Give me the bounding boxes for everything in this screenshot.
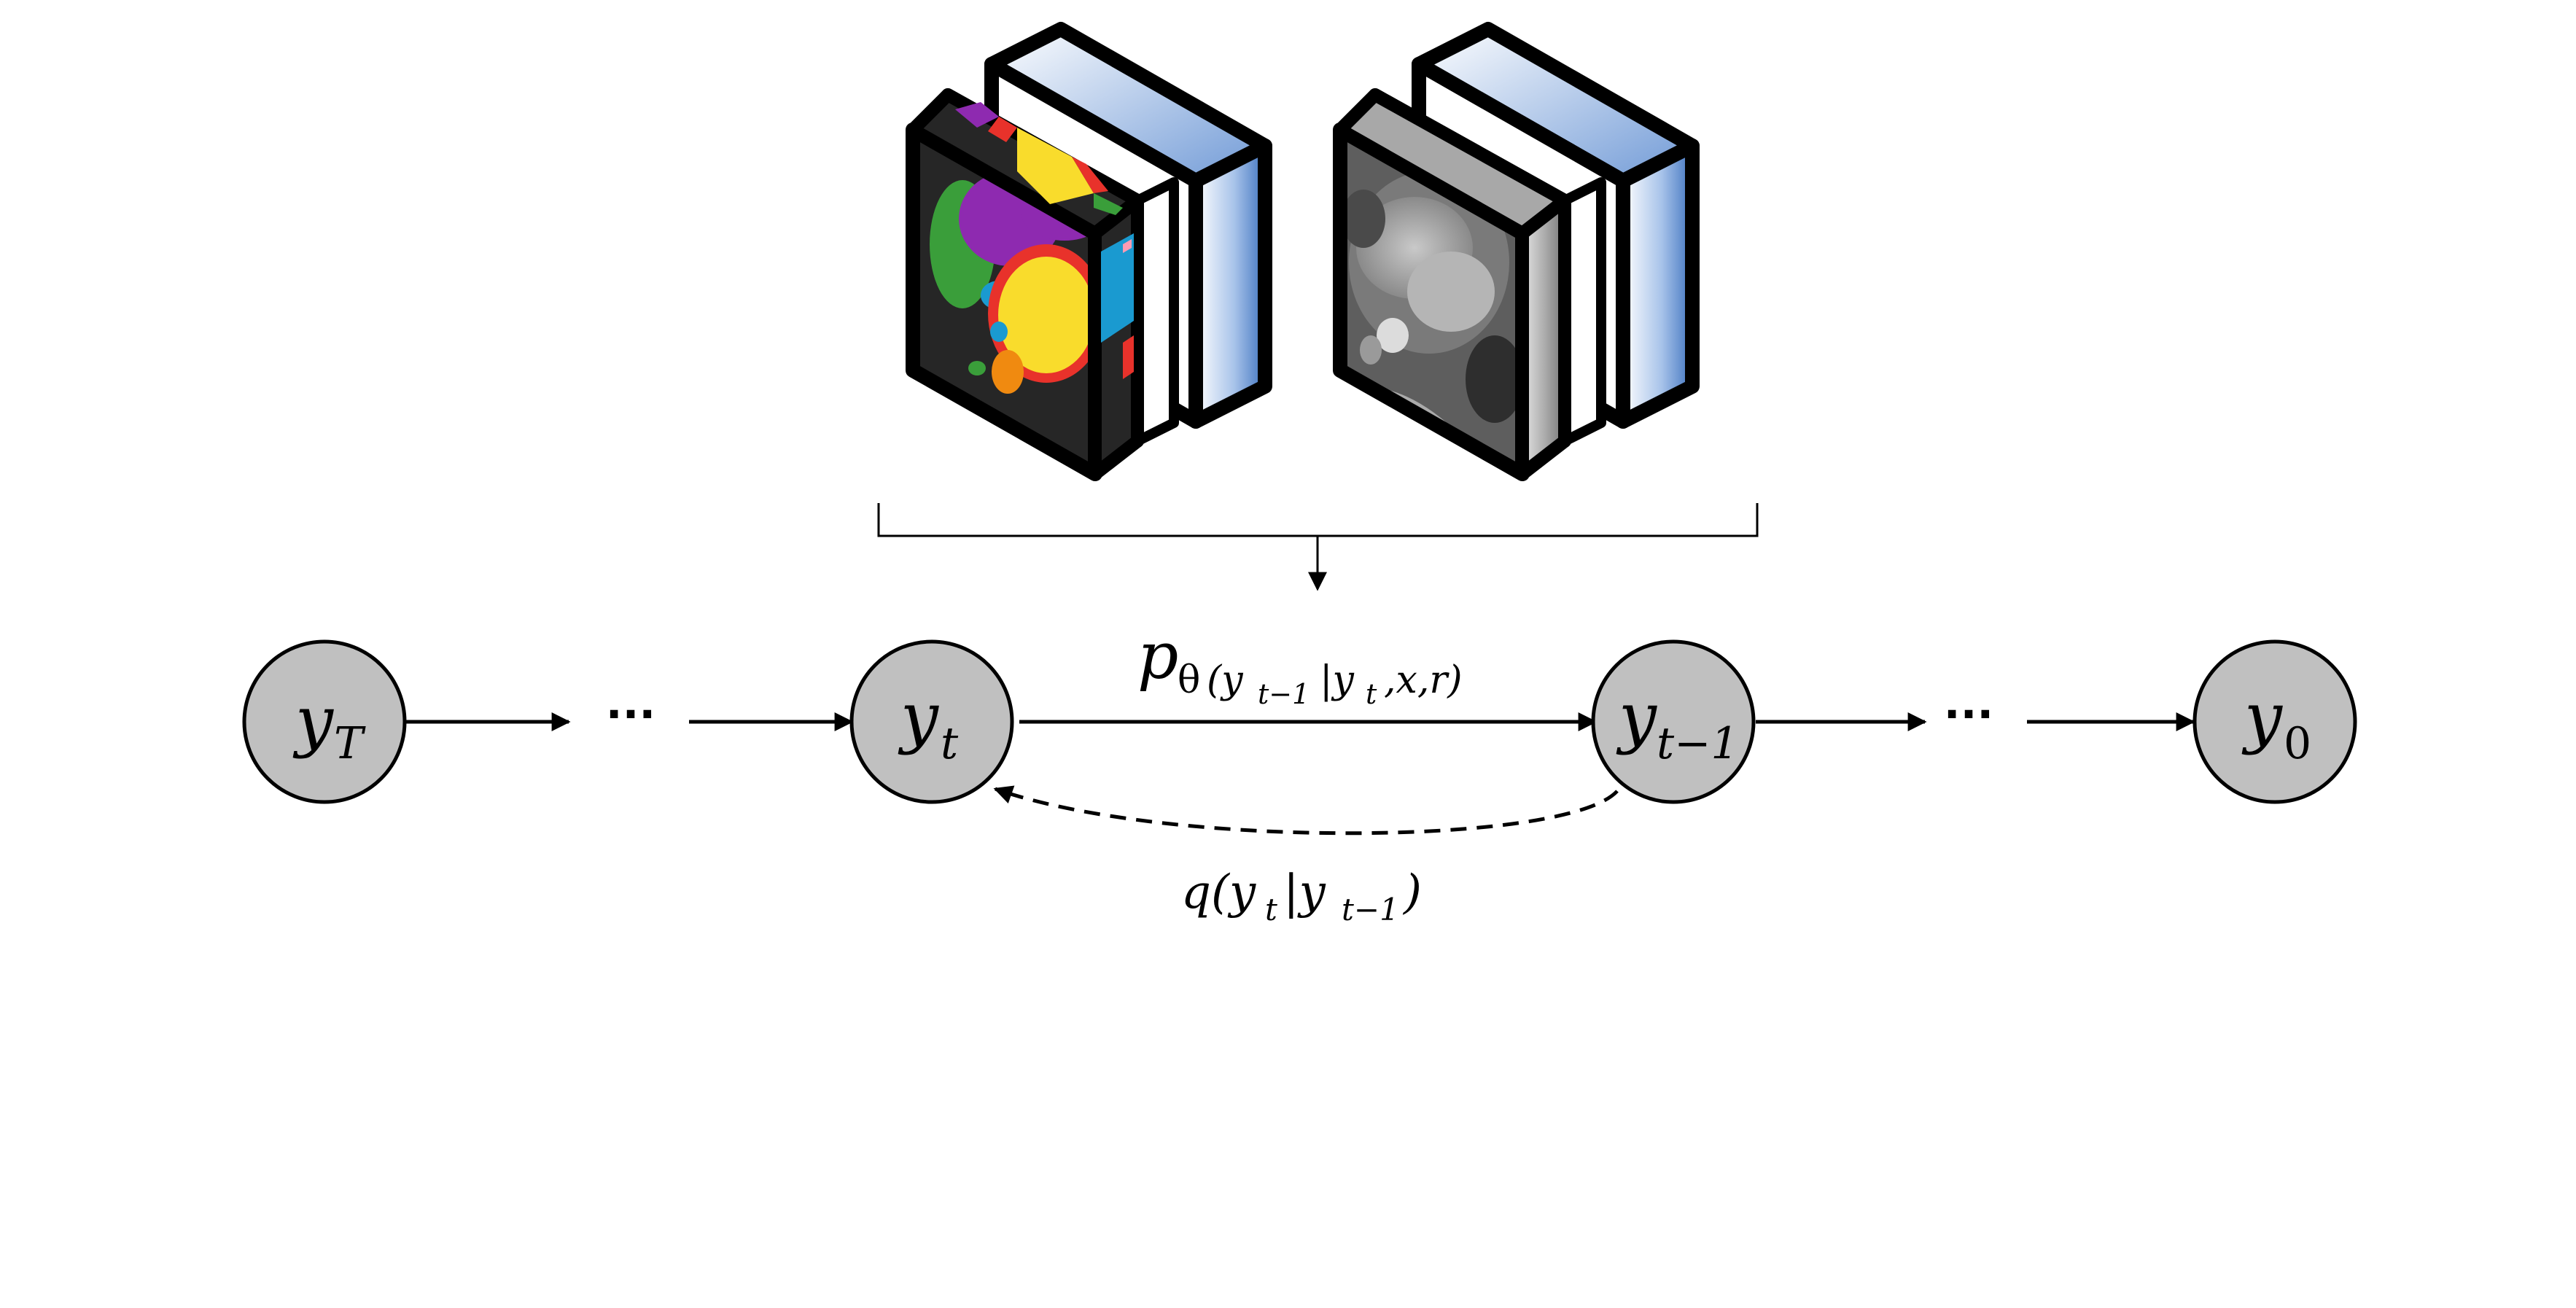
right-edge-colors xyxy=(1101,233,1134,379)
cardiac-mri-stack xyxy=(1333,22,1700,481)
forward-process-label: q(y t |y t−1 ) xyxy=(1181,865,1422,927)
args-tail: ,x,r) xyxy=(1384,658,1463,702)
args-open: (y xyxy=(1207,658,1243,702)
node-label: y xyxy=(1616,678,1657,756)
node-subscript: t−1 xyxy=(1657,718,1739,769)
ellipsis-left: ··· xyxy=(606,689,655,740)
args-mid: |y xyxy=(1320,658,1355,702)
node-yT: y T xyxy=(242,639,407,804)
p-symbol: p xyxy=(1137,618,1178,693)
args-sub-1: t−1 xyxy=(1258,678,1310,710)
theta-symbol: θ xyxy=(1178,658,1200,702)
node-subscript: 0 xyxy=(2284,718,2311,769)
condition-bracket xyxy=(877,503,1759,591)
q-sub-2: t−1 xyxy=(1342,892,1399,927)
node-label: y xyxy=(898,678,939,756)
node-yt: y t xyxy=(849,639,1014,804)
top-edge-colors xyxy=(955,102,1123,215)
q-close: ) xyxy=(1402,865,1422,919)
node-subscript: T xyxy=(334,718,366,769)
node-label: y xyxy=(2241,678,2283,756)
reverse-process-label: p θ (y t−1 |y t ,x,r) xyxy=(1137,618,1463,710)
ellipsis-right: ··· xyxy=(1944,689,1993,740)
front-slab xyxy=(1333,88,1571,481)
chain-arrows xyxy=(405,712,2195,836)
forward-process-arrow xyxy=(993,785,1619,836)
q-sub-1: t xyxy=(1265,892,1277,927)
node-subscript: t xyxy=(941,718,959,769)
args-sub-2: t xyxy=(1366,678,1377,710)
q-mid: |y xyxy=(1283,865,1326,919)
node-label: y xyxy=(292,682,334,760)
q-open: q(y xyxy=(1181,865,1256,919)
node-yt-minus-1: y t−1 xyxy=(1591,639,1756,804)
segmentation-mask-stack xyxy=(906,22,1272,481)
node-y0: y 0 xyxy=(2192,639,2357,804)
